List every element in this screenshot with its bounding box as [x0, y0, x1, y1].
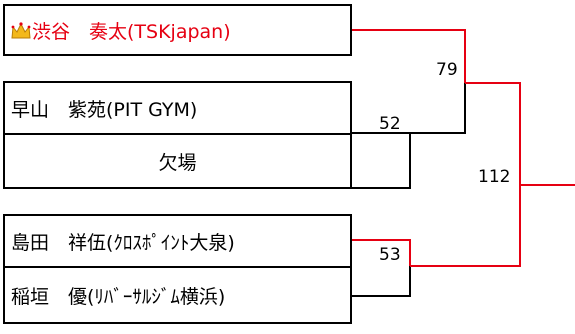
- player-4-name: 島田 祥伍: [11, 231, 107, 254]
- player-box-inagaki[interactable]: 稲垣 優(ﾘﾊﾞｰｻﾙｼﾞﾑ横浜): [3, 266, 352, 324]
- player-box-shimada[interactable]: 島田 祥伍(ｸﾛｽﾎﾟｲﾝﾄ大泉): [3, 214, 352, 268]
- match-number-112: 112: [478, 167, 511, 187]
- match-53-lines-black: [352, 266, 411, 297]
- match-53-out-red: [410, 185, 521, 267]
- player-5-team: (ﾘﾊﾞｰｻﾙｼﾞﾑ横浜): [87, 285, 226, 308]
- player-name-hayama: 早山 紫苑(PIT GYM): [5, 95, 197, 122]
- player-box-bye[interactable]: 欠場: [3, 133, 352, 189]
- player-3-name: 欠場: [158, 151, 197, 174]
- match-52-lines: [352, 132, 411, 189]
- player-name-inagaki: 稲垣 優(ﾘﾊﾞｰｻﾙｼﾞﾑ横浜): [5, 282, 225, 309]
- match-number-79: 79: [436, 60, 458, 80]
- player-4-team: (ｸﾛｽﾎﾟｲﾝﾄ大泉): [106, 231, 235, 254]
- match-79-lines-black: [410, 83, 466, 134]
- player-2-team: (PIT GYM): [106, 98, 198, 121]
- match-number-53: 53: [379, 245, 401, 265]
- player-name-shibuya: 渋谷 奏太(TSKjapan): [5, 17, 231, 44]
- player-name-shimada: 島田 祥伍(ｸﾛｽﾎﾟｲﾝﾄ大泉): [5, 228, 235, 255]
- player-2-name: 早山 紫苑: [11, 98, 107, 121]
- player-box-hayama[interactable]: 早山 紫苑(PIT GYM): [3, 81, 352, 135]
- match-79-out-red: [465, 82, 521, 185]
- match-number-52: 52: [379, 114, 401, 134]
- player-5-name: 稲垣 優: [11, 285, 88, 308]
- player-1-name: 渋谷 奏太: [32, 20, 128, 43]
- player-box-shibuya[interactable]: 渋谷 奏太(TSKjapan): [3, 4, 352, 56]
- match-53-lines-red: [352, 239, 411, 266]
- match-79-lines-red: [352, 29, 466, 83]
- crown-icon: [11, 21, 31, 38]
- player-1-team: (TSKjapan): [127, 20, 231, 43]
